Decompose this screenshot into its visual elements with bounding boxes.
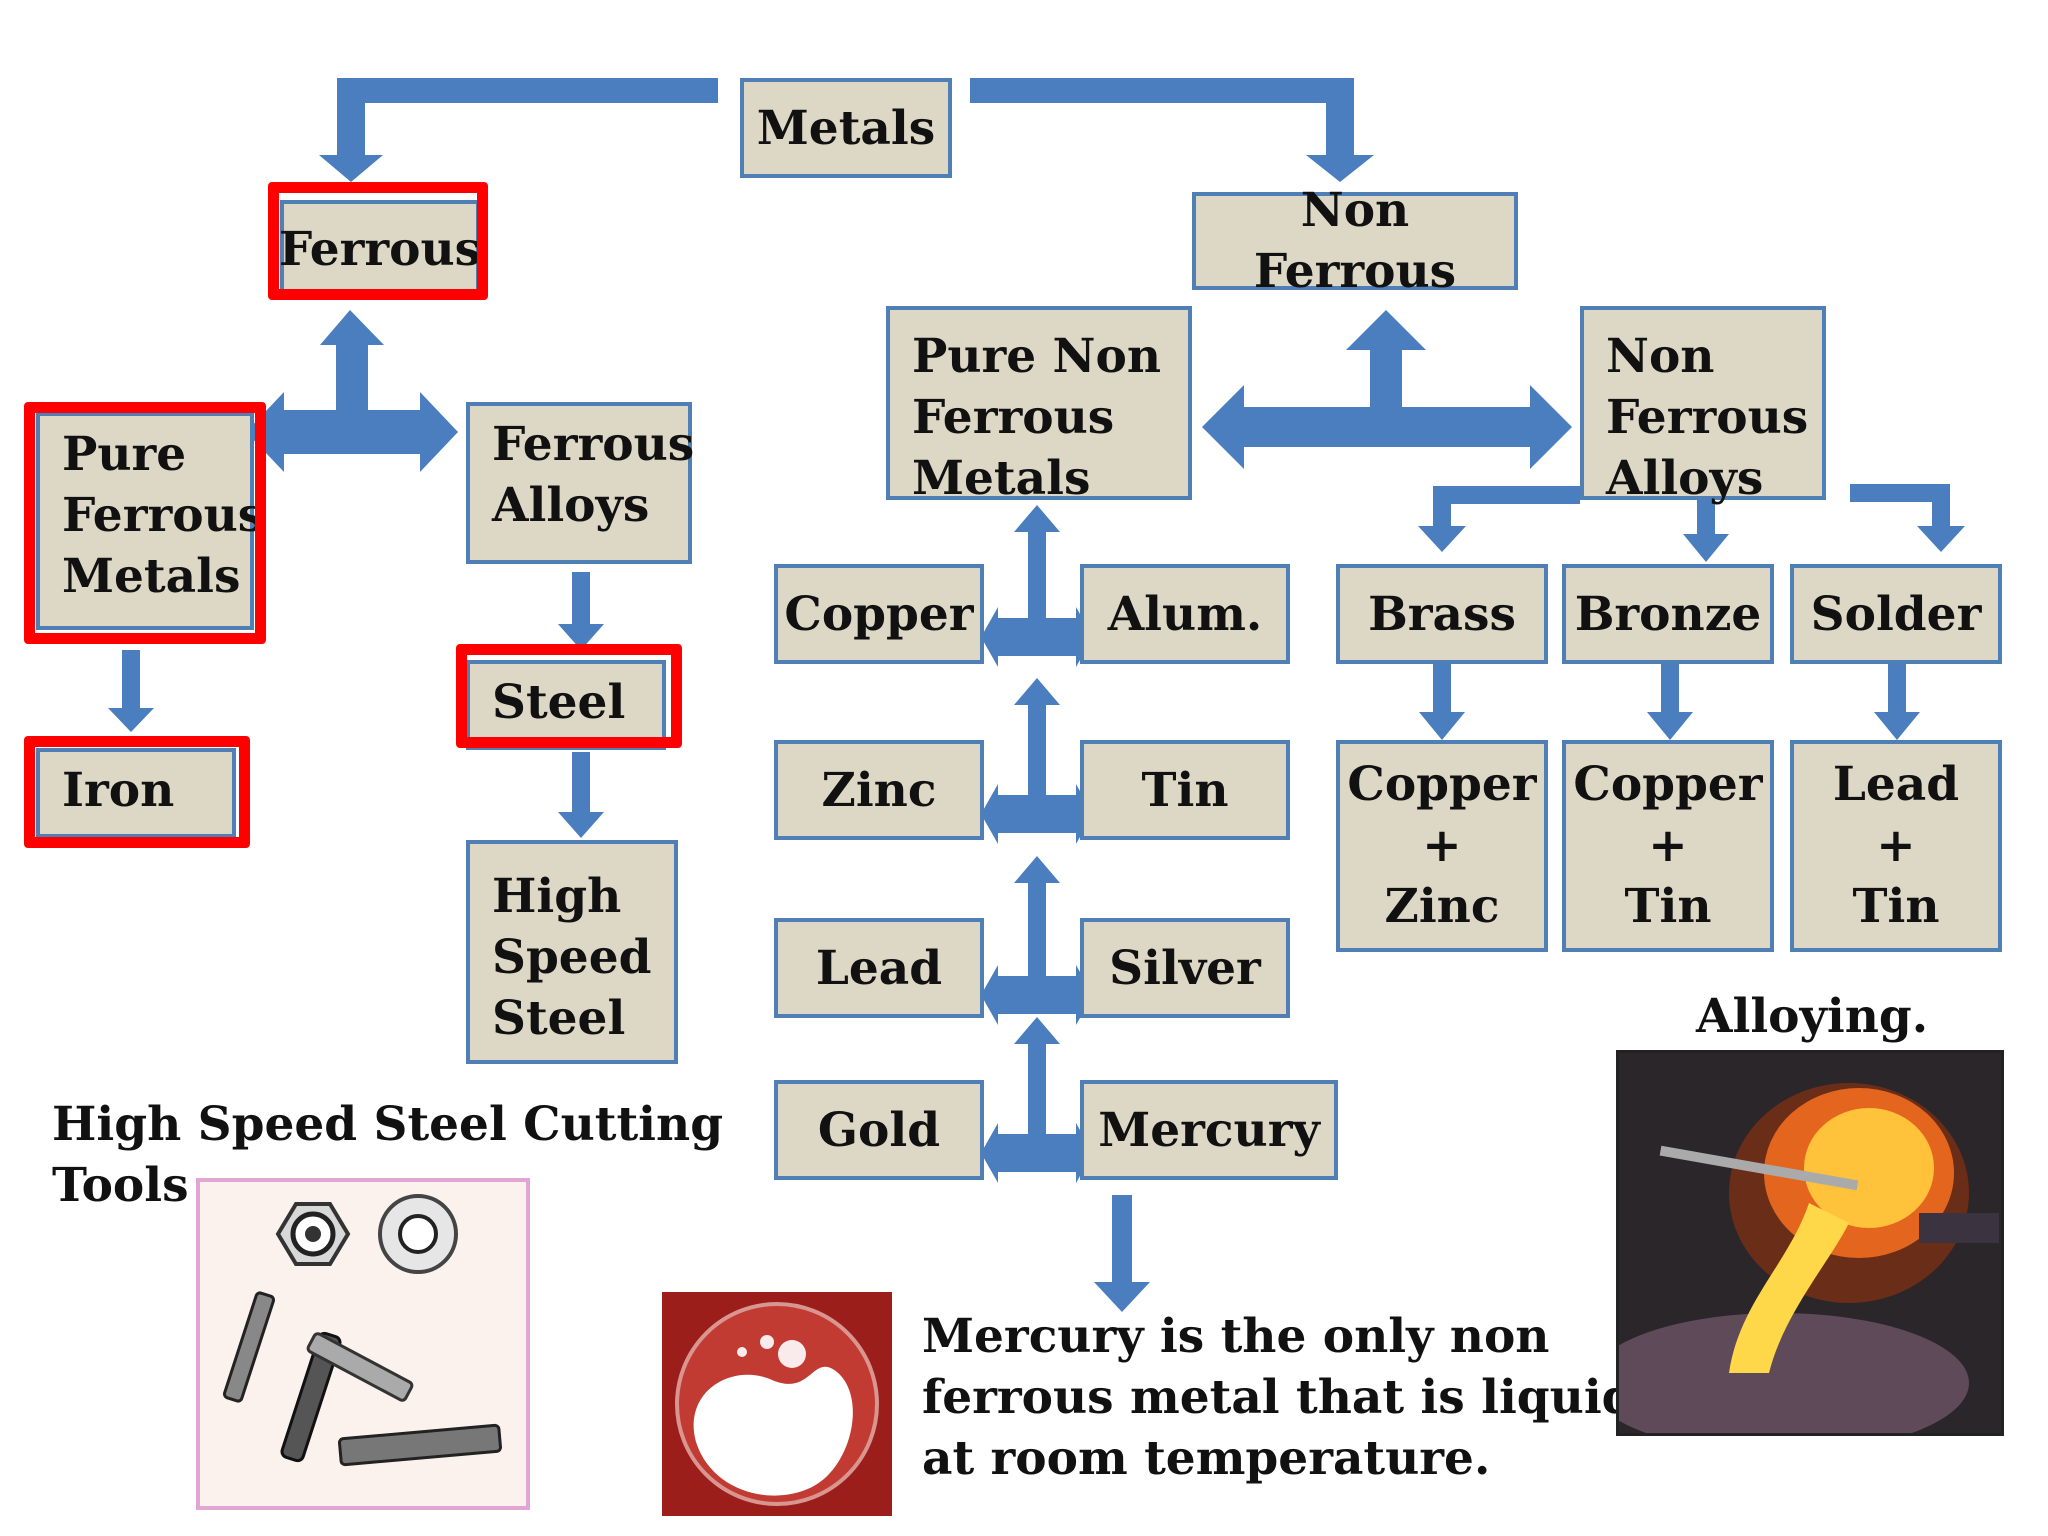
caption-alloying: Alloying. bbox=[1696, 989, 1929, 1044]
highlight-iron bbox=[24, 736, 250, 848]
arrow-metals-to-non-ferrous bbox=[970, 78, 1374, 182]
arrow-alloys-to-steel bbox=[558, 572, 604, 650]
arrow-metals-to-ferrous bbox=[319, 78, 718, 182]
arrow-mercury-note bbox=[1094, 1195, 1150, 1312]
cutting-tools-illustration bbox=[222, 1194, 502, 1467]
arrow-steel-to-hss bbox=[558, 752, 604, 838]
metal-gold: Gold bbox=[774, 1080, 984, 1180]
metal-lead: Lead bbox=[774, 918, 984, 1018]
mercury-dish-illustration bbox=[675, 1302, 879, 1506]
highlight-ferrous bbox=[268, 182, 488, 300]
node-non-ferrous: Non Ferrous bbox=[1192, 183, 1518, 299]
caption-hss-tools: High Speed Steel Cutting Tools bbox=[52, 1097, 724, 1213]
metal-silver: Silver bbox=[1080, 918, 1290, 1018]
arrow-gold-mercury bbox=[981, 1017, 1093, 1183]
alloying-image bbox=[1616, 1050, 2004, 1436]
node-non-ferrous-alloys: Non Ferrous Alloys bbox=[1580, 306, 1826, 506]
arrow-brass-to-comp bbox=[1419, 664, 1465, 740]
alloy-solder: Solder bbox=[1790, 564, 2002, 664]
highlight-steel bbox=[456, 644, 682, 748]
alloy-brass-composition: Copper + Zinc bbox=[1336, 740, 1548, 952]
mercury-image bbox=[662, 1292, 892, 1516]
arrow-pure-nf-copper-alum bbox=[981, 505, 1093, 667]
alloy-brass: Brass bbox=[1336, 564, 1548, 664]
arrow-alloys-to-bronze bbox=[1683, 500, 1729, 562]
caption-mercury-note: Mercury is the only non ferrous metal th… bbox=[922, 1309, 1635, 1486]
arrow-bronze-to-comp bbox=[1647, 664, 1693, 740]
arrow-pure-ferrous-to-iron bbox=[108, 650, 154, 732]
alloy-bronze: Bronze bbox=[1562, 564, 1774, 664]
metal-copper: Copper bbox=[774, 564, 984, 664]
node-ferrous-alloys: Ferrous Alloys bbox=[466, 402, 694, 564]
arrow-non-ferrous-branch bbox=[1202, 310, 1572, 469]
arrow-zinc-tin bbox=[981, 678, 1093, 844]
molten-metal-illustration bbox=[1619, 1053, 2001, 1433]
hss-tools-image bbox=[196, 1178, 530, 1510]
arrow-solder-to-comp bbox=[1874, 664, 1920, 740]
node-iron: Iron bbox=[36, 748, 236, 838]
arrow-alloys-to-brass bbox=[1418, 486, 1580, 552]
arrow-lead-silver bbox=[981, 856, 1093, 1025]
alloy-bronze-composition: Copper + Tin bbox=[1562, 740, 1774, 952]
metal-zinc: Zinc bbox=[774, 740, 984, 840]
arrow-ferrous-branch bbox=[246, 310, 458, 472]
arrow-alloys-to-solder bbox=[1850, 484, 1965, 552]
node-pure-non-ferrous-metals: Pure Non Ferrous Metals bbox=[886, 306, 1192, 506]
node-high-speed-steel: High Speed Steel bbox=[466, 840, 678, 1064]
metal-tin: Tin bbox=[1080, 740, 1290, 840]
highlight-pure-ferrous-metals bbox=[24, 402, 266, 644]
metal-alum: Alum. bbox=[1080, 564, 1290, 664]
node-steel: Steel bbox=[466, 660, 666, 750]
node-metals: Metals bbox=[740, 78, 952, 178]
node-pure-ferrous-metals: Pure Ferrous Metals bbox=[36, 412, 264, 630]
metal-mercury: Mercury bbox=[1080, 1080, 1338, 1180]
alloy-solder-composition: Lead + Tin bbox=[1790, 740, 2002, 952]
